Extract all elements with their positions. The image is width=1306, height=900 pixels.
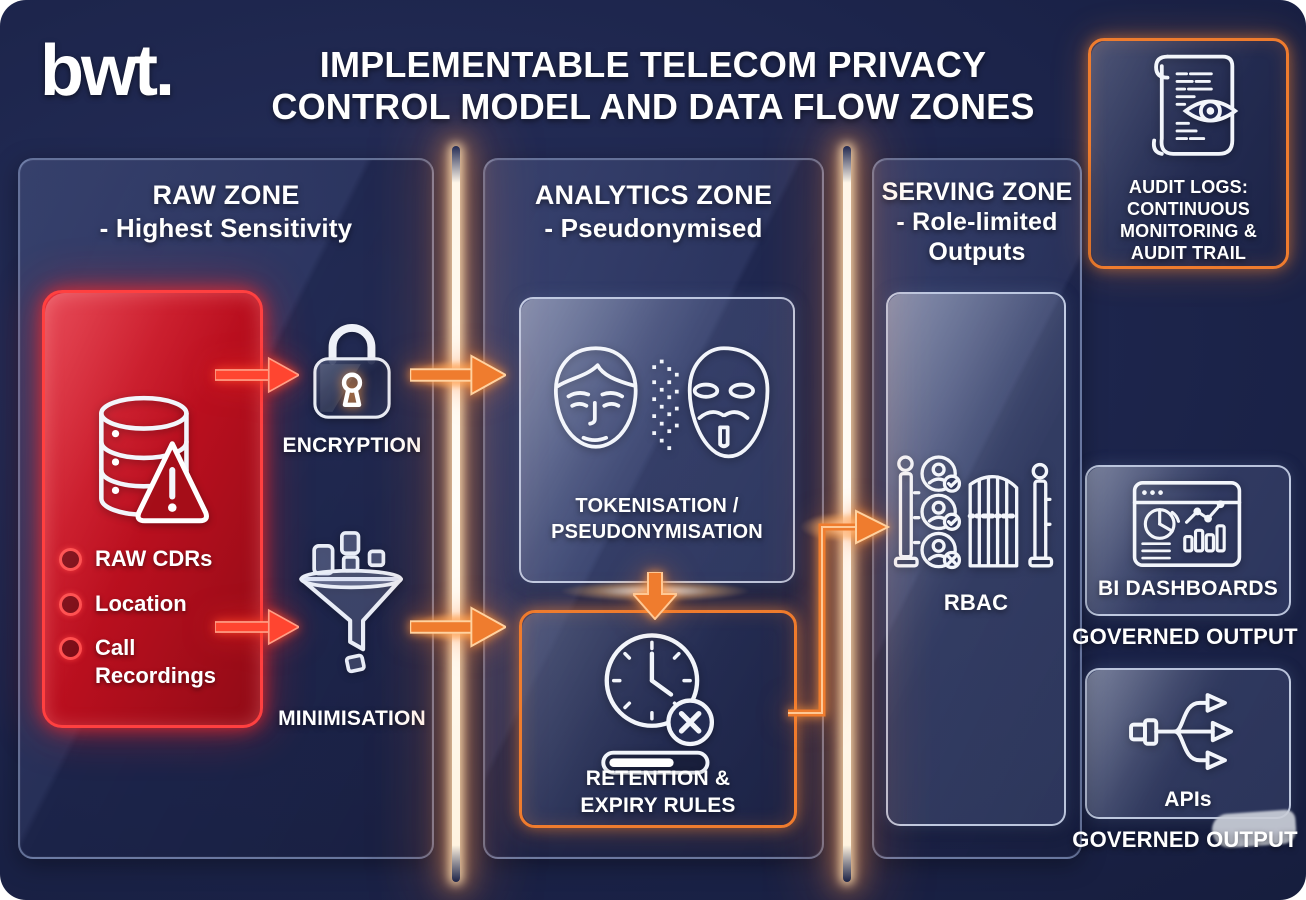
raw-zone-panel: RAW ZONE - Highest Sensitivity RAW CDRs [18, 158, 434, 859]
retention-label-line1: RETENTION & [585, 767, 731, 790]
rbac-panel: RBAC [886, 292, 1066, 826]
data-source-item: RAW CDRs [59, 545, 249, 573]
audit-caption-line3: MONITORING & [1119, 221, 1258, 241]
flow-arrow-down [633, 572, 677, 620]
branch-arrows-icon [1129, 693, 1233, 771]
audit-logs-panel: AUDIT LOGS: CONTINUOUS MONITORING & AUDI… [1088, 38, 1289, 269]
serving-zone-subtitle-line1: - Role-limited [896, 208, 1058, 236]
governed-output-caption-apis: GOVERNED OUTPUT [1072, 827, 1298, 852]
serving-zone-title: SERVING ZONE [881, 178, 1073, 206]
access-gate-icon [893, 455, 1054, 570]
serving-zone-panel: SERVING ZONE - Role-limited Outputs [872, 158, 1082, 859]
serving-zone-subtitle-line2: Outputs [928, 238, 1026, 266]
data-source-item: Location [59, 590, 249, 618]
bi-dashboards-panel: BI DASHBOARDS [1085, 465, 1291, 616]
retention-panel: RETENTION & EXPIRY RULES [519, 610, 797, 828]
tokenisation-label-line1: TOKENISATION / [575, 495, 739, 517]
flow-connector-elbow [788, 509, 891, 717]
raw-zone-title: RAW ZONE [152, 180, 300, 210]
audit-caption-line4: AUDIT TRAIL [1130, 243, 1247, 263]
tokenisation-panel: TOKENISATION / PSEUDONYMISATION [519, 297, 795, 583]
flow-arrow-right [215, 356, 299, 394]
retention-label-line2: EXPIRY RULES [580, 794, 736, 817]
bi-dashboards-label: BI DASHBOARDS [1098, 577, 1278, 600]
database-warning-icon [99, 395, 209, 524]
bullet-icon [59, 637, 82, 660]
scroll-eye-icon [1151, 54, 1239, 156]
zone-divider-glow [429, 146, 483, 882]
padlock-icon [313, 324, 391, 419]
bullet-icon [59, 548, 82, 571]
bullet-icon [59, 592, 82, 616]
clock-expiry-icon [601, 633, 715, 775]
raw-zone-subtitle: - Highest Sensitivity [99, 213, 353, 243]
tokenisation-label-line2: PSEUDONYMISATION [551, 521, 763, 543]
sensitive-data-panel: RAW CDRs Location Call Recordings [42, 290, 263, 728]
brand-logo: bwt. [40, 31, 175, 111]
analytics-zone-panel: ANALYTICS ZONE - Pseudonymised [483, 158, 824, 859]
page-title-line2: CONTROL MODEL AND DATA FLOW ZONES [271, 86, 1035, 127]
data-source-item: Call Recordings [59, 634, 249, 689]
audit-caption-line2: CONTINUOUS [1127, 199, 1250, 219]
flow-arrow-right [410, 606, 506, 648]
encryption-label: ENCRYPTION [282, 434, 422, 457]
rbac-label: RBAC [943, 590, 1009, 615]
dashboard-icon [1132, 480, 1242, 568]
funnel-icon [299, 531, 403, 674]
audit-caption-line1: AUDIT LOGS: [1128, 177, 1249, 197]
governed-output-caption-bi: GOVERNED OUTPUT [1072, 624, 1298, 649]
apis-label: APIs [1164, 788, 1212, 811]
apis-panel: APIs [1085, 668, 1291, 819]
analytics-zone-title: ANALYTICS ZONE [534, 180, 773, 210]
minimisation-label: MINIMISATION [278, 707, 426, 730]
face-mask-icon [554, 346, 770, 459]
page-title-line1: IMPLEMENTABLE TELECOM PRIVACY [319, 44, 987, 85]
flow-arrow-right [215, 608, 299, 646]
analytics-zone-subtitle: - Pseudonymised [544, 213, 763, 243]
flow-arrow-right [410, 354, 506, 396]
